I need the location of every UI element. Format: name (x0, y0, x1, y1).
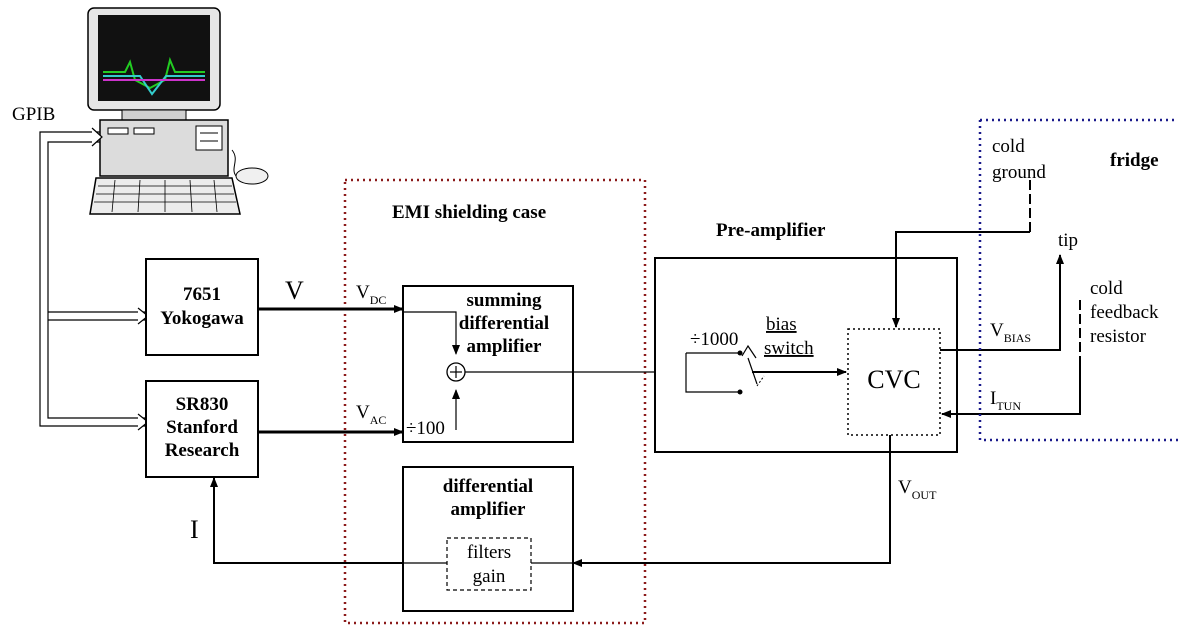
yokogawa-model: 7651 (183, 284, 221, 305)
differential-amplifier-box: differential amplifier filters gain (402, 466, 574, 612)
div100-label: ÷100 (406, 418, 445, 439)
v-label: V (285, 276, 304, 305)
vbias-label: VBIAS (990, 320, 1031, 345)
cold-fb-label-2: feedback (1090, 302, 1159, 323)
tip-label: tip (1058, 230, 1078, 251)
itun-wire (941, 365, 1081, 418)
summing-label-3: amplifier (467, 336, 542, 357)
switch-label: switch (764, 338, 814, 359)
itun-label: ITUN (990, 388, 1021, 413)
bias-switch: ÷1000 bias switch (685, 314, 847, 395)
i-label: I (190, 515, 199, 544)
fridge-label: fridge (1110, 150, 1159, 171)
emi-shielding-case (343, 178, 647, 625)
vdc-label: VDC (356, 282, 386, 307)
cvc-box: CVC (847, 328, 941, 436)
fridge-boundary (978, 118, 1178, 442)
vac-label: VAC (356, 402, 386, 427)
monitor-screen (98, 15, 210, 101)
preamp-label: Pre-amplifier (716, 220, 826, 241)
sr830-maker-1: Stanford (166, 417, 238, 438)
gpib-label: GPIB (12, 104, 55, 125)
diffamp-label-1: differential (443, 476, 533, 497)
sr830-model: SR830 (176, 394, 229, 415)
yokogawa-name: Yokogawa (160, 308, 244, 329)
emi-case-label: EMI shielding case (392, 202, 546, 223)
computer-icon (87, 7, 269, 215)
sr830-box: SR830 Stanford Research (145, 380, 259, 478)
summing-label-1: summing (467, 290, 542, 311)
cold-ground-label-1: cold (992, 136, 1025, 157)
cold-fb-label-1: cold (1090, 278, 1123, 299)
sr830-maker-2: Research (165, 440, 240, 461)
yokogawa-box: 7651 Yokogawa (145, 258, 259, 356)
gain-label: gain (473, 566, 506, 587)
div1000-label: ÷1000 (690, 329, 738, 350)
vout-label: VOUT (898, 477, 937, 502)
bias-label: bias (766, 314, 797, 335)
cold-ground-label-2: ground (992, 162, 1046, 183)
cvc-label: CVC (867, 365, 920, 394)
summing-amplifier-box: summing differential amplifier ÷100 (402, 285, 574, 443)
cold-fb-label-3: resistor (1090, 326, 1147, 347)
summing-label-2: differential (459, 313, 549, 334)
diffamp-label-2: amplifier (451, 499, 526, 520)
filters-label: filters (467, 542, 511, 563)
vout-wire (572, 435, 891, 567)
filters-gain-box (446, 537, 532, 591)
i-return-wire (210, 477, 403, 564)
gpib-bus: GPIB (12, 104, 149, 431)
